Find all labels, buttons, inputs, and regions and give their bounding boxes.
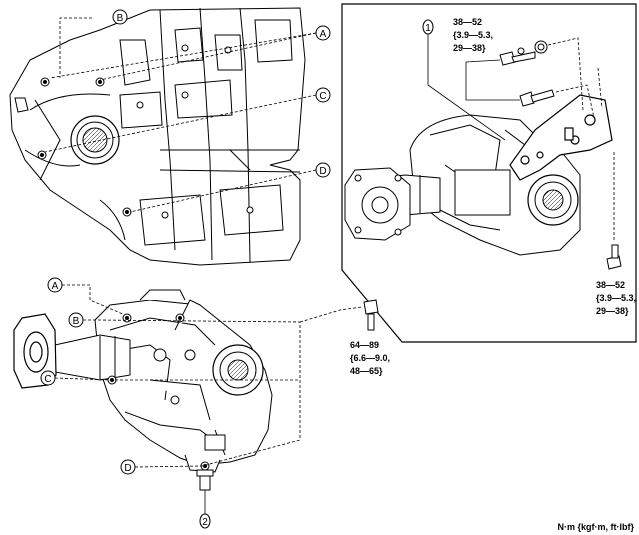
svg-text:A: A <box>52 281 59 292</box>
inset-companion-flange <box>344 167 411 241</box>
inset-torque-brackets <box>427 32 520 141</box>
callout-b-top: B <box>112 9 128 25</box>
svg-text:{3.9—5.3,: {3.9—5.3, <box>596 293 636 303</box>
svg-text:38—52: 38—52 <box>596 280 625 290</box>
lower-companion-flange <box>13 313 57 389</box>
svg-text:{3.9—5.3,: {3.9—5.3, <box>453 30 493 40</box>
transmission-bolt-holes <box>37 44 254 219</box>
units-label: N·m {kgf·m, ft·lbf} <box>558 522 635 532</box>
svg-text:D: D <box>124 463 131 474</box>
svg-text:2: 2 <box>202 517 208 528</box>
lower-leader-lines <box>54 284 363 468</box>
lower-main-bolt <box>363 299 379 331</box>
svg-text:1: 1 <box>425 23 431 34</box>
inset-output-bore <box>527 174 579 226</box>
lower-output-bore <box>212 344 264 396</box>
svg-text:B: B <box>117 13 124 24</box>
callout-b-bottom: B <box>68 312 84 328</box>
svg-text:C: C <box>319 91 326 102</box>
svg-text:{6.6—9.0,: {6.6—9.0, <box>350 353 390 363</box>
callout-c-top: C <box>315 87 331 103</box>
svg-text:A: A <box>320 29 327 40</box>
callout-a-top: A <box>315 25 331 41</box>
torque-spec-main: 64—89 {6.6—9.0, 48—65} <box>350 340 390 376</box>
svg-text:B: B <box>73 316 80 327</box>
svg-text:C: C <box>44 374 51 385</box>
inset-bolt-bottom <box>606 244 622 270</box>
svg-text:D: D <box>319 166 326 177</box>
callout-2: 2 <box>199 490 211 529</box>
svg-text:48—65}: 48—65} <box>350 366 383 376</box>
inset-washer <box>534 40 548 54</box>
lower-mount-holes <box>107 313 210 471</box>
transmission-bore <box>70 115 120 165</box>
transmission-leader-lines <box>44 17 317 213</box>
svg-text:29—38}: 29—38} <box>596 306 629 316</box>
callout-d-top: D <box>315 162 331 178</box>
svg-text:38—52: 38—52 <box>453 17 482 27</box>
inset-bolt-middle <box>519 89 555 107</box>
lower-transfer-unit <box>94 289 273 473</box>
transmission-case <box>9 7 306 266</box>
callout-d-bottom: D <box>120 459 136 475</box>
torque-spec-inset-bottom: 38—52 {3.9—5.3, 29—38} <box>596 280 636 316</box>
torque-spec-inset-top: 38—52 {3.9—5.3, 29—38} <box>453 17 493 53</box>
svg-text:29—38}: 29—38} <box>453 43 486 53</box>
callout-a-bottom: A <box>47 277 63 293</box>
callout-1: 1 <box>422 19 434 35</box>
inset-mount-bracket <box>509 94 613 181</box>
inset-leader-lines <box>547 37 615 240</box>
callout-c-bottom: C <box>40 370 56 386</box>
lower-shaft <box>54 334 131 381</box>
lower-bottom-bolt <box>196 469 214 491</box>
svg-text:64—89: 64—89 <box>350 340 379 350</box>
inset-bolt-top <box>499 47 536 66</box>
